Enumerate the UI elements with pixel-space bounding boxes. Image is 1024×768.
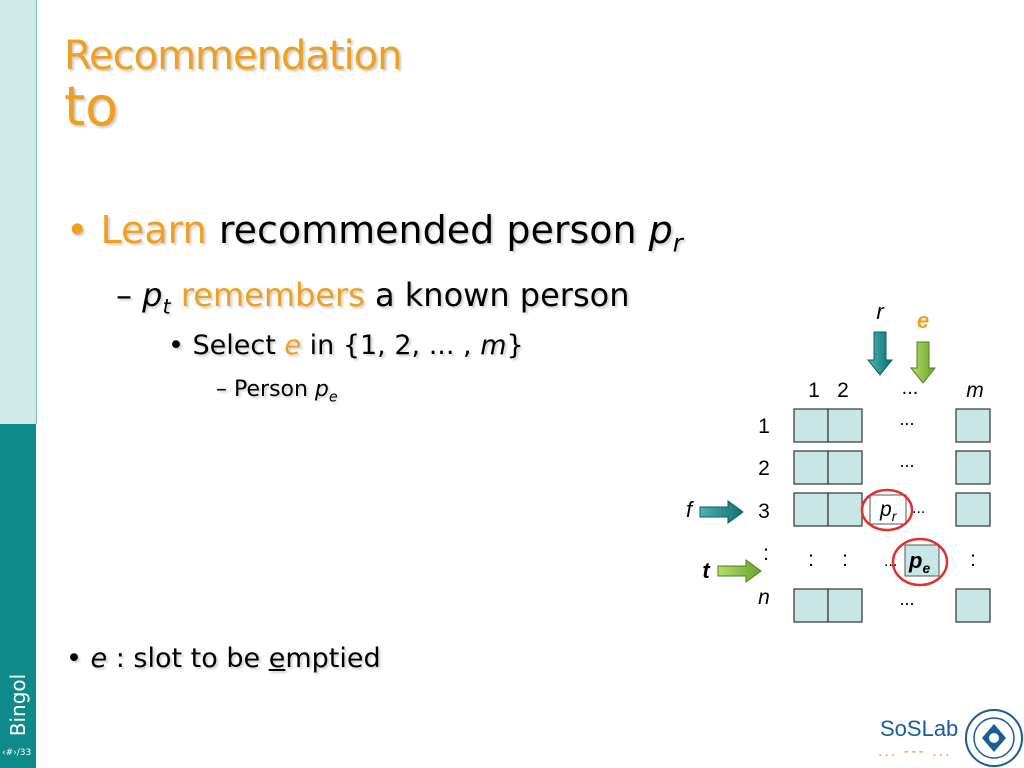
- bullet-marker: •: [66, 208, 89, 252]
- col-header-dots: ...: [902, 377, 919, 399]
- cell-2-2: [827, 450, 863, 485]
- row-1-dots: ...: [899, 409, 914, 429]
- bullet-text: a known person: [364, 276, 630, 314]
- underlined-e: e: [268, 643, 286, 674]
- sub-t: t: [162, 294, 171, 319]
- university-seal-icon: [965, 709, 1023, 767]
- pe-label: pe: [908, 548, 930, 576]
- slide-number: ‹#›/33: [2, 748, 32, 758]
- row-n-dots: ...: [899, 589, 914, 609]
- bullet-learn: • Learn recommended person pr: [66, 208, 683, 258]
- sidebar-top-band: [0, 0, 37, 424]
- bullet-text: Select: [192, 330, 285, 361]
- cell-3-1: [793, 492, 829, 527]
- learn-word: Learn: [100, 208, 207, 252]
- author-label: Bingol: [6, 673, 30, 737]
- var-p: p: [648, 208, 673, 252]
- bullet-marker: –: [116, 276, 132, 314]
- var-p: p: [142, 276, 163, 314]
- pr-label: pr: [879, 498, 898, 524]
- bullet-text: Person: [234, 377, 315, 402]
- row-label-3: 3: [758, 500, 770, 523]
- cell-n-m: [955, 588, 991, 623]
- sub-r: r: [672, 228, 683, 258]
- cell-2-1: [793, 450, 829, 485]
- cell-n-1: [793, 588, 829, 623]
- colon-row-dots: ...: [884, 553, 897, 570]
- arrow-r-label: r: [876, 299, 885, 324]
- row-label-2: 2: [758, 457, 770, 480]
- bullet-remembers: – pt remembers a known person: [116, 276, 629, 318]
- var-e: e: [284, 330, 302, 361]
- slide-title: Recommendation to: [64, 33, 402, 138]
- cell-3-m: [955, 492, 991, 527]
- arrow-r-icon: [866, 331, 894, 376]
- row-label-n: n: [758, 586, 770, 609]
- title-line-1: Recommendation: [64, 33, 402, 79]
- colon-col-1: :: [808, 548, 814, 571]
- bullet-person: – Person pe: [216, 377, 338, 405]
- bullet-slot: • e : slot to be emptied: [66, 643, 381, 674]
- var-e: e: [90, 643, 108, 674]
- bullet-text-2: in {1, 2, ... ,: [301, 330, 481, 361]
- colon-col-2: :: [842, 548, 848, 571]
- colon-col-m: :: [970, 548, 976, 571]
- arrow-f-icon: [699, 500, 744, 524]
- cell-n-2: [827, 588, 863, 623]
- pr-highlight-circle: [860, 488, 914, 532]
- bullet-marker: –: [216, 377, 227, 402]
- var-p: p: [314, 377, 329, 402]
- cell-3-pr: [869, 494, 907, 525]
- pe-highlight-circle: [891, 537, 949, 587]
- sub-e: e: [328, 389, 338, 406]
- cell-3-2: [827, 492, 863, 527]
- arrow-e-icon: [909, 341, 937, 384]
- row-label-1: 1: [758, 415, 770, 438]
- bullet-text-3: }: [506, 330, 524, 361]
- var-m: m: [480, 330, 507, 361]
- arrow-t-label: t: [702, 558, 711, 583]
- cell-pe: [904, 544, 940, 577]
- cell-1-m: [955, 408, 991, 443]
- row-label-colon: :: [763, 542, 769, 565]
- col-header-m: m: [966, 379, 984, 402]
- bullet-text: : slot to be: [107, 643, 269, 674]
- cell-2-m: [955, 450, 991, 485]
- bullet-text: recommended person: [206, 208, 649, 252]
- row-3-dots: ...: [912, 500, 925, 517]
- arrow-t-icon: [717, 559, 762, 583]
- cell-1-2: [827, 408, 863, 443]
- bullet-marker: •: [168, 330, 184, 361]
- title-line-2: to: [64, 75, 119, 138]
- arrow-f-label: f: [686, 497, 695, 522]
- row-2-dots: ...: [899, 451, 914, 471]
- col-header-1: 1: [808, 379, 820, 402]
- cell-1-1: [793, 408, 829, 443]
- bullet-marker: •: [66, 643, 82, 674]
- bullet-text-2: mptied: [285, 643, 381, 674]
- col-header-2: 2: [837, 379, 849, 402]
- remembers-word: remembers: [170, 276, 365, 314]
- bullet-select: • Select e in {1, 2, ... , m}: [168, 330, 524, 361]
- soslab-morse: ... --- ...: [878, 743, 952, 760]
- arrow-e-label: e: [917, 308, 929, 333]
- sidebar-bottom-band: [0, 424, 36, 768]
- soslab-logo: SoSLab: [880, 716, 959, 741]
